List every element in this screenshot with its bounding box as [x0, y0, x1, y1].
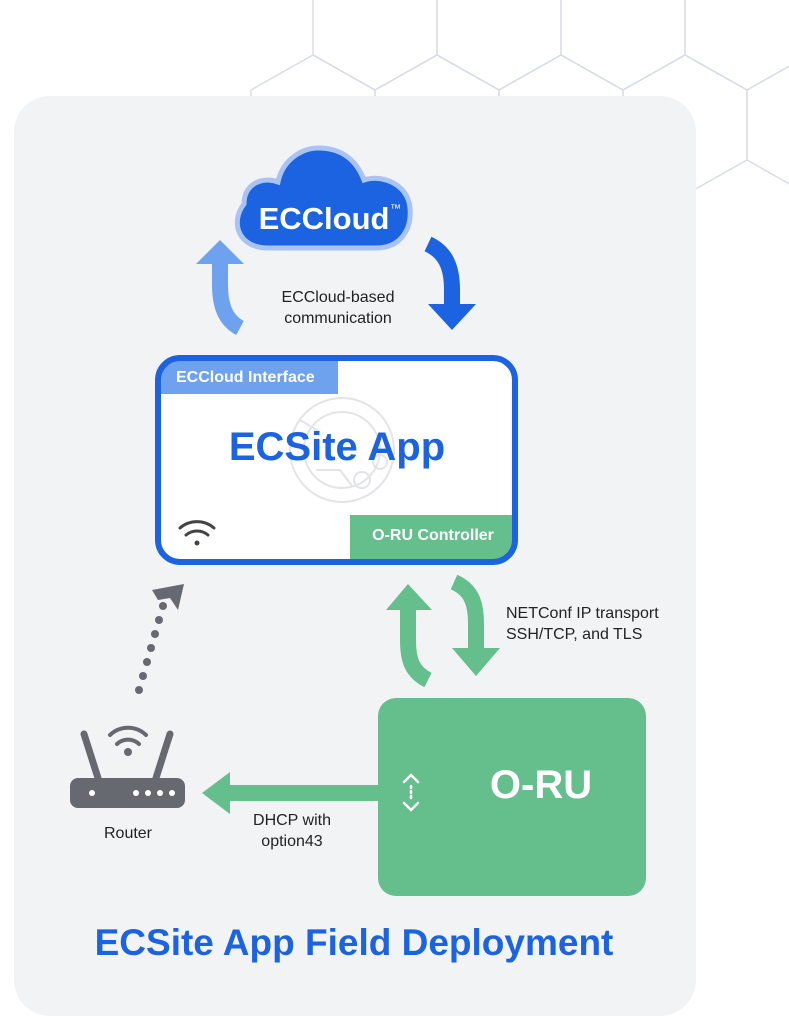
oru-box [378, 698, 646, 896]
ecsite-app-box [155, 355, 518, 565]
cloud-trademark: ™ [390, 203, 401, 215]
wifi-icon [178, 520, 216, 546]
router-label: Router [104, 825, 153, 842]
oru-controller-label: O-RU Controller [372, 527, 494, 544]
cloud-icon [234, 145, 413, 251]
cloud-label: ECCloud [259, 201, 390, 236]
dhcp-line2: option43 [261, 833, 322, 850]
netconf-up-arrow-icon [386, 584, 433, 688]
dhcp-line1: DHCP with [253, 812, 331, 829]
cloud-link-line2: communication [284, 310, 392, 327]
eccloud-interface-tab [158, 358, 338, 394]
up-arrow-icon [196, 240, 245, 336]
app-title: ECSite App [229, 425, 445, 469]
oru-label: O-RU [490, 763, 592, 807]
dhcp-arrow-icon [202, 772, 384, 814]
router-icon [70, 725, 185, 808]
dotted-arrow-icon [135, 584, 184, 694]
oru-controller-tab [350, 515, 515, 562]
footer-title: ECSite App Field Deployment [95, 922, 614, 963]
netconf-line1: NETConf IP transport [506, 605, 659, 622]
expand-arrows-icon [402, 773, 420, 812]
gear-brain-icon [289, 397, 395, 503]
eccloud-interface-label: ECCloud Interface [176, 369, 315, 386]
netconf-line2: SSH/TCP, and TLS [506, 626, 642, 643]
down-arrow-icon [424, 236, 476, 330]
cloud-link-line1: ECCloud-based [282, 289, 395, 306]
netconf-down-arrow-icon [450, 574, 500, 676]
